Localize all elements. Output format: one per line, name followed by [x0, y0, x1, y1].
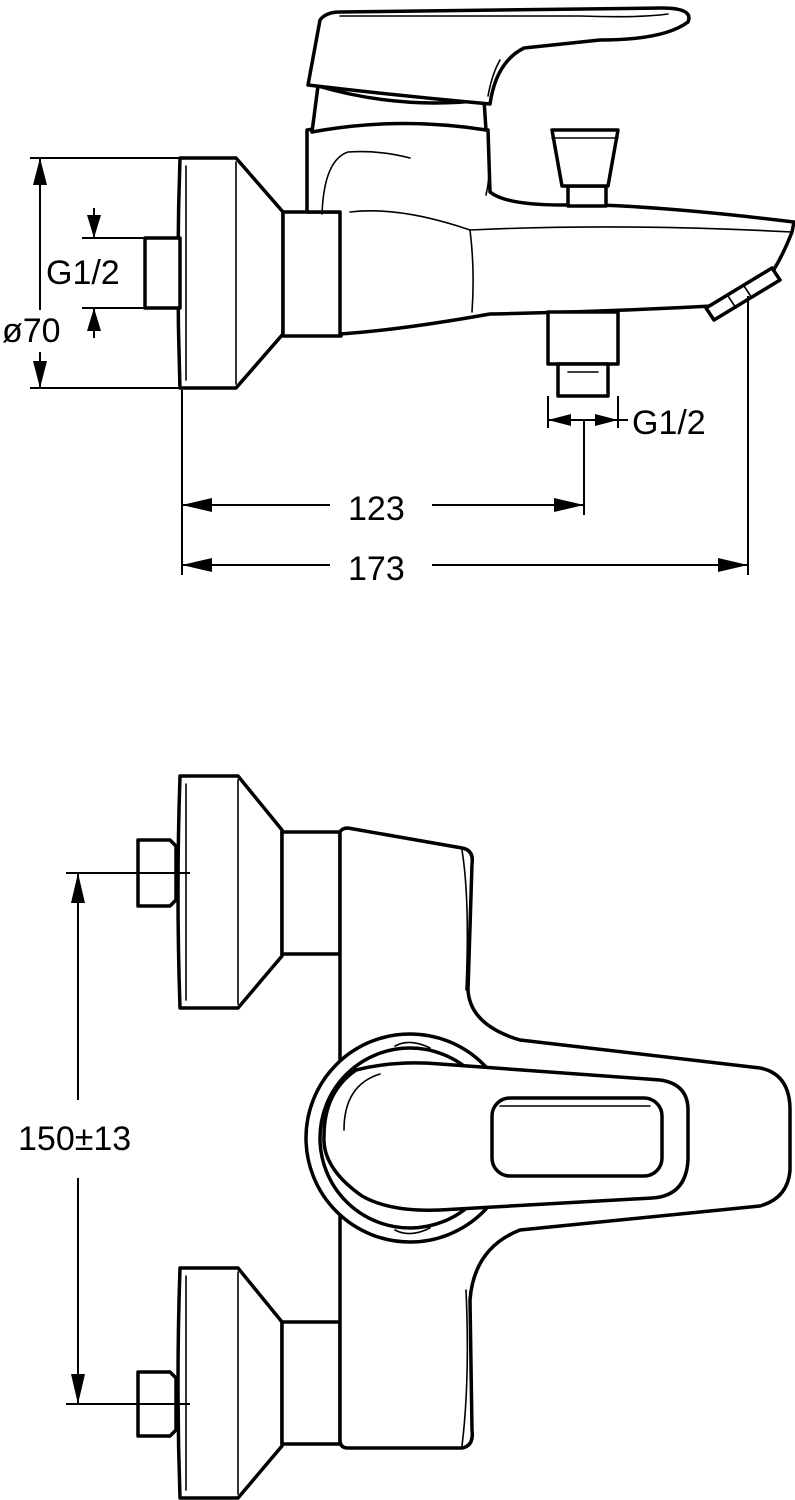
dimension-flange-diameter: ø70 [0, 157, 180, 389]
connector-block [281, 210, 343, 338]
inlet-thread-label: G1/2 [46, 254, 120, 292]
diverter-knob-icon[interactable] [550, 128, 620, 208]
lever-handle[interactable] [306, 6, 691, 134]
inlet-pipe [143, 236, 182, 310]
inlet-centres-label: 150±13 [18, 1120, 131, 1158]
front-view: 150±13 [18, 774, 792, 1500]
total-projection-label: 173 [348, 550, 405, 588]
dimension-inlet-centres: 150±13 [18, 872, 190, 1405]
aerator [704, 266, 782, 322]
lower-inlet [136, 1266, 342, 1500]
wall-flange [176, 156, 285, 390]
wall-to-outlet-label: 123 [348, 490, 405, 528]
outlet-connection [546, 310, 620, 398]
dimension-outlet-thread: G1/2 [547, 396, 706, 442]
dimension-wall-to-outlet: 123 [181, 390, 585, 575]
flange-diameter-label: ø70 [2, 312, 61, 350]
dimension-inlet-thread: G1/2 [46, 208, 145, 338]
lever-handle-front[interactable] [322, 1061, 690, 1212]
dimension-total-projection: 173 [182, 296, 749, 588]
upper-inlet [136, 774, 342, 1010]
outlet-thread-label: G1/2 [632, 404, 706, 442]
side-view: G1/2 ø70 G1/2 1 [0, 6, 795, 588]
